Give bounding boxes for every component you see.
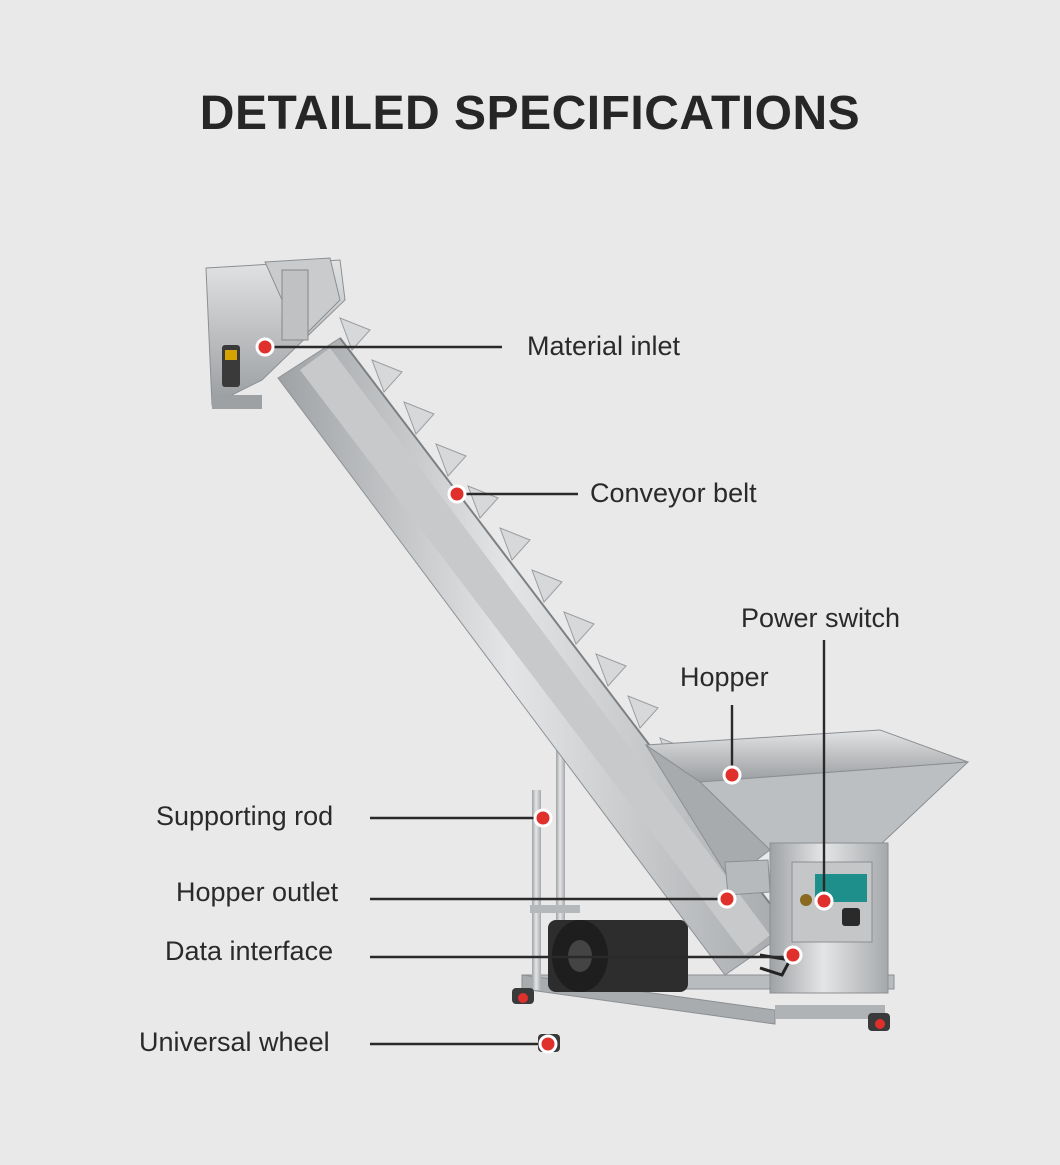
control-box: [759, 842, 889, 994]
label-material-inlet: Material inlet: [527, 331, 681, 361]
label-conveyor-belt: Conveyor belt: [590, 478, 757, 508]
label-data-interface: Data interface: [165, 936, 334, 966]
hopper-outlet-chute: [724, 859, 771, 896]
marker-conveyor-belt: [447, 484, 467, 504]
hopper-assembly: [644, 729, 970, 881]
page-title: DETAILED SPECIFICATIONS: [199, 87, 861, 140]
label-power-switch: Power switch: [741, 603, 901, 633]
marker-material-inlet: [255, 337, 275, 357]
marker-data-interface: [783, 945, 803, 965]
marker-power-switch: [814, 891, 834, 911]
label-supporting-rod: Supporting rod: [156, 801, 334, 831]
leader-lines: [265, 345, 826, 1046]
label-hopper-outlet: Hopper outlet: [176, 877, 339, 907]
marker-hopper-outlet: [717, 889, 737, 909]
callout-markers: [255, 337, 834, 1054]
label-universal-wheel: Universal wheel: [139, 1027, 330, 1057]
material-inlet-assembly: [205, 257, 346, 409]
universal-wheels: [512, 988, 890, 1052]
supporting-rod: [530, 720, 580, 990]
marker-hopper: [722, 765, 742, 785]
marker-universal-wheel: [538, 1034, 558, 1054]
label-hopper: Hopper: [680, 662, 769, 692]
marker-supporting-rod: [533, 808, 553, 828]
